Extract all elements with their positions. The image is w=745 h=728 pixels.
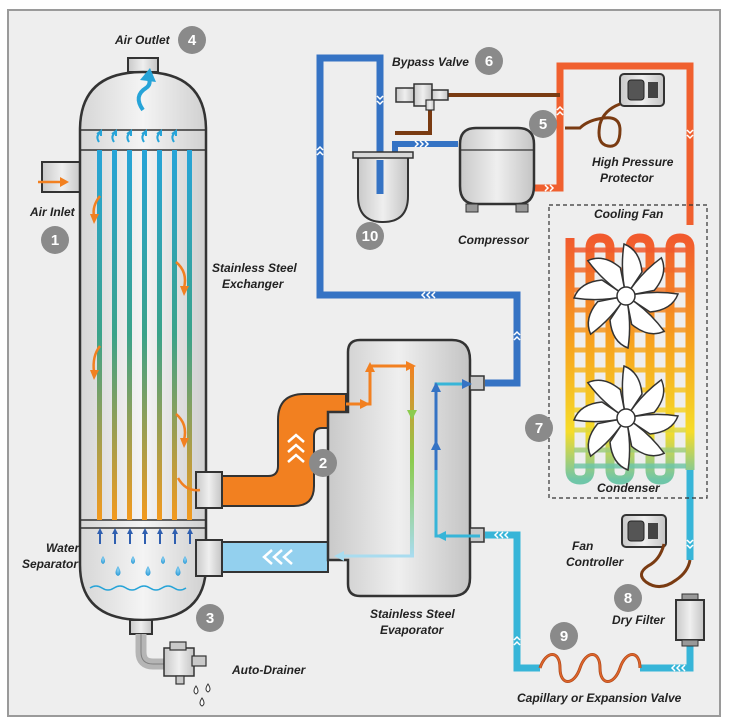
badge-2: [309, 449, 337, 477]
cooling-fan-lower: [572, 364, 680, 472]
fan-controller: [621, 514, 692, 588]
condenser-enclosure: [548, 204, 708, 499]
discharge-line: [535, 62, 694, 225]
label-cooling-fan: Cooling Fan: [594, 207, 663, 221]
exchanger-tubes: [97, 150, 192, 520]
high-pressure-protector: [565, 73, 665, 148]
top-chamber-arrows: [96, 129, 177, 143]
label-compressor: Compressor: [458, 233, 530, 247]
svg-text:3: 3: [206, 610, 214, 627]
label-evaporator-1: Stainless Steel: [370, 607, 455, 621]
badge-1: [41, 226, 69, 254]
badge-5: [529, 110, 557, 138]
label-evaporator-2: Evaporator: [380, 623, 445, 637]
evaporator-flow-arrows: [334, 361, 480, 561]
svg-text:9: 9: [560, 628, 568, 645]
label-water: Water: [46, 541, 80, 555]
svg-text:2: 2: [319, 455, 327, 472]
flow-arrows: [316, 95, 694, 672]
labels: Air Outlet Air Inlet Bypass Valve High P…: [22, 33, 682, 705]
badge-7: [525, 414, 553, 442]
label-capillary-valve: Capillary or Expansion Valve: [517, 691, 682, 705]
badge-3: [196, 604, 224, 632]
cold-duct-chevrons: [262, 549, 293, 565]
compressor: [458, 126, 536, 213]
separator-up-arrows: [97, 528, 193, 544]
liquid-line: [640, 640, 694, 672]
water-level: [89, 585, 187, 591]
auto-drainer: [135, 634, 207, 685]
label-bypass-valve: Bypass Valve: [392, 55, 469, 69]
label-condenser: Condenser: [597, 481, 661, 495]
bypass-valve: [395, 83, 449, 111]
svg-text:1: 1: [51, 232, 59, 249]
duct-chevrons: [287, 433, 305, 463]
bypass-to-separator-line: [395, 108, 432, 135]
svg-text:7: 7: [535, 420, 543, 437]
svg-text:4: 4: [188, 32, 197, 49]
badge-9: [550, 622, 578, 650]
label-fan: Fan: [572, 539, 593, 553]
shell-flow-arrows: [92, 195, 201, 492]
label-separator: Separator: [22, 557, 79, 571]
svg-text:5: 5: [539, 116, 547, 133]
number-badges: 4 1 6 5 10 2 7 3 8 9: [41, 26, 642, 650]
drain-droplets: [193, 683, 211, 707]
svg-text:8: 8: [624, 590, 632, 607]
label-protector: Protector: [600, 171, 655, 185]
badge-10: [356, 222, 384, 250]
cooling-fan-upper: [572, 242, 680, 350]
label-exchanger-2: Exchanger: [222, 277, 285, 291]
label-exchanger-1: Stainless Steel: [212, 261, 297, 275]
stainless-steel-evaporator: [326, 338, 485, 598]
badge-4: [178, 26, 206, 54]
label-high-pressure: High Pressure: [592, 155, 674, 169]
label-air-inlet: Air Inlet: [29, 205, 76, 219]
gas-liquid-separator: [352, 151, 414, 224]
label-dry-filter: Dry Filter: [612, 613, 666, 627]
suction-line: [316, 54, 521, 387]
label-auto-drainer: Auto-Drainer: [231, 663, 307, 677]
label-air-outlet: Air Outlet: [114, 33, 171, 47]
water-droplets: [101, 556, 187, 576]
badge-6: [475, 47, 503, 75]
svg-text:6: 6: [485, 53, 493, 70]
dry-filter: [675, 593, 705, 647]
badge-8: [614, 584, 642, 612]
svg-text:10: 10: [362, 228, 379, 245]
air-inlet-arrow-icon: [38, 177, 69, 187]
label-controller: Controller: [566, 555, 625, 569]
